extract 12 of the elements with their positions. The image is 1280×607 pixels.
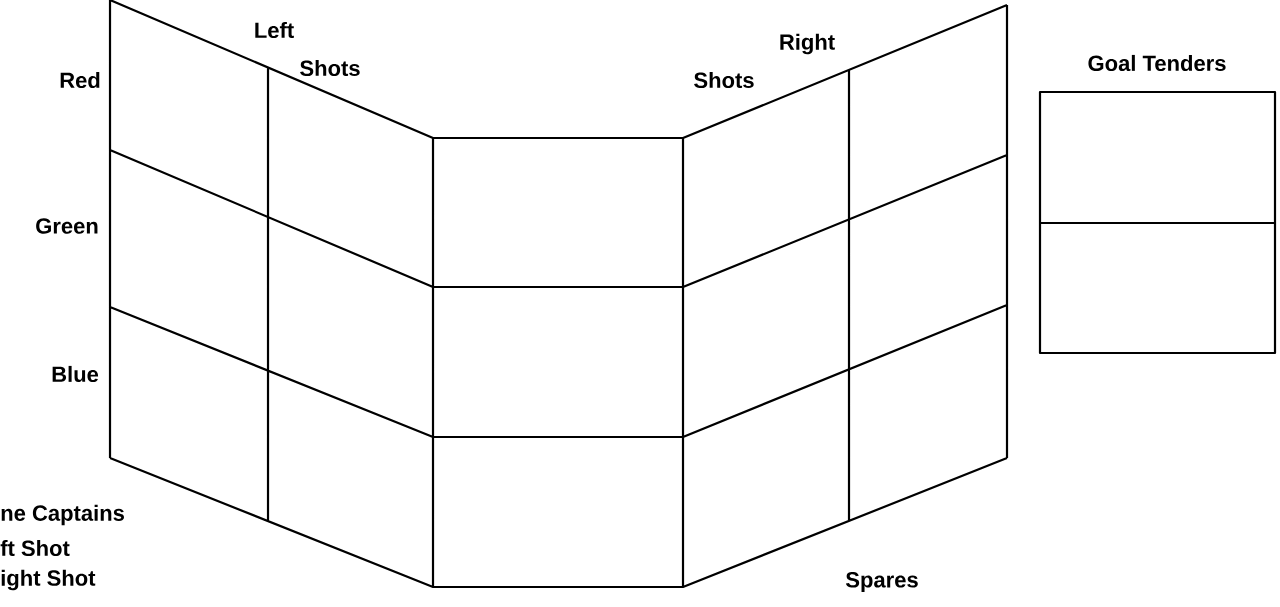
row-label: Spares: [845, 572, 918, 592]
row-label: Blue: [52, 365, 99, 383]
row-label: ft Shot: [0, 539, 70, 557]
row-label: Shots: [694, 71, 754, 89]
row-label: Green: [36, 218, 98, 234]
row-label: ne Captains: [1, 504, 124, 526]
row-label: Left: [255, 21, 294, 39]
row-label: Red: [60, 71, 100, 89]
row-label: ight Shot: [1, 569, 96, 591]
row-label: Shots: [300, 59, 360, 77]
row-label: Right: [780, 33, 835, 55]
row-label: Goal Tenders: [1088, 54, 1226, 72]
